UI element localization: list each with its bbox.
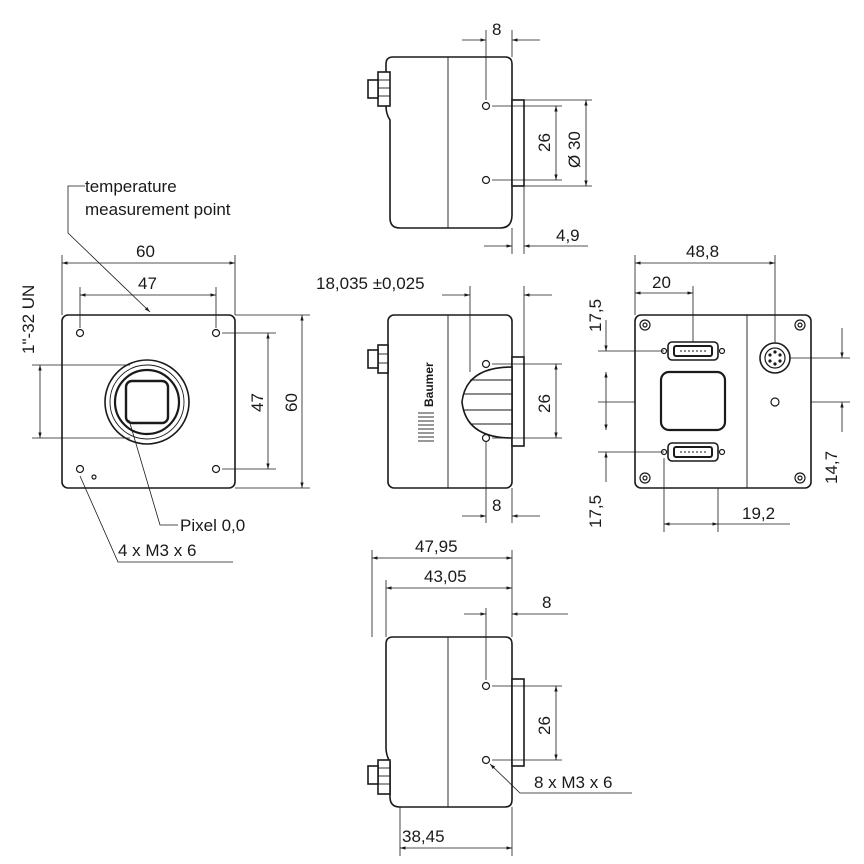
brand-label: Baumer xyxy=(422,362,436,407)
brand-hatch xyxy=(418,412,434,442)
dim-bottom-base-length: 38,45 xyxy=(402,827,445,846)
lens-mount-outer xyxy=(104,359,190,445)
back-corner-screw xyxy=(797,322,803,328)
bottom-view-hole xyxy=(481,681,491,691)
front-holes-leader xyxy=(79,475,233,563)
dim-back-upper-offset: 17,5 xyxy=(586,299,605,332)
temperature-label-line1: temperature xyxy=(85,177,177,196)
front-holes-label: 4 x M3 x 6 xyxy=(118,541,196,560)
pixel-origin-leader xyxy=(128,419,178,526)
bottom-view-body xyxy=(385,636,513,808)
side-view-lens-dome xyxy=(461,366,513,439)
dim-back-connector-width: 20 xyxy=(652,273,671,292)
dim-top-flange-height: 26 xyxy=(535,133,554,152)
top-view-body xyxy=(385,56,513,229)
top-view-hole xyxy=(481,101,491,111)
top-view-flange xyxy=(511,99,525,187)
connector-screw xyxy=(718,448,726,456)
top-view-hole xyxy=(481,175,491,185)
dim-back-lower-offset: 17,5 xyxy=(586,495,605,528)
dim-bottom-total-length: 47,95 xyxy=(415,537,458,556)
back-corner-screw xyxy=(642,475,648,481)
dim-side-flange-height: 26 xyxy=(535,394,554,413)
dim-top-offset: 8 xyxy=(492,20,501,39)
front-mount-hole xyxy=(75,328,85,338)
dim-bottom-offset: 8 xyxy=(542,593,551,612)
status-display xyxy=(659,370,727,432)
lens-mount-inner xyxy=(113,368,181,436)
side-view-hole xyxy=(481,359,491,369)
front-view: 60 47 47 60 1"-32 UN temperature measure… xyxy=(19,177,310,563)
top-view: 8 26 Ø 30 4,9 xyxy=(367,20,592,254)
lower-data-connector xyxy=(667,442,719,462)
dim-top-flange-diameter: Ø 30 xyxy=(565,131,584,168)
sensor-window xyxy=(124,379,170,425)
bottom-view-hole xyxy=(481,755,491,765)
dim-back-connector-offset: 19,2 xyxy=(742,504,775,523)
back-corner-screw xyxy=(797,475,803,481)
bottom-view-flange xyxy=(511,678,525,767)
thread-label: 1"-32 UN xyxy=(19,285,38,354)
dim-top-flange-depth: 4,9 xyxy=(556,226,580,245)
upper-data-connector xyxy=(667,341,719,361)
front-mount-hole xyxy=(211,328,221,338)
dim-bottom-body-length: 43,05 xyxy=(424,567,467,586)
side-view-flange xyxy=(511,356,525,447)
dim-sensor-position: 18,035 ±0,025 xyxy=(316,274,425,293)
temperature-label-line2: measurement point xyxy=(85,200,231,219)
back-view: 48,8 20 17,5 17,5 14,7 19,2 xyxy=(586,242,850,532)
dim-side-hole-offset: 8 xyxy=(492,496,501,515)
power-io-connector xyxy=(759,342,791,374)
pixel-origin-label: Pixel 0,0 xyxy=(180,516,245,535)
dim-front-width: 60 xyxy=(136,242,155,261)
dim-back-width: 48,8 xyxy=(686,242,719,261)
bottom-holes-leader xyxy=(489,763,632,794)
side-view: Baumer 18,035 ±0,025 8 26 xyxy=(316,274,562,523)
connector-screw xyxy=(718,347,726,355)
bottom-view-connector xyxy=(367,759,391,795)
temperature-leader xyxy=(67,185,151,313)
dim-front-hole-spacing-v: 47 xyxy=(248,393,267,412)
front-mount-hole xyxy=(75,464,85,474)
bottom-view: 47,95 43,05 8 26 8 x M3 x 6 38,45 xyxy=(367,537,632,856)
status-led xyxy=(770,397,780,407)
back-corner-screw xyxy=(642,322,648,328)
dim-back-connector-height: 14,7 xyxy=(822,451,841,484)
bottom-holes-label: 8 x M3 x 6 xyxy=(534,773,612,792)
side-view-hole xyxy=(481,433,491,443)
top-view-connector xyxy=(367,71,391,107)
lens-mount-ring xyxy=(109,364,185,440)
dim-front-hole-spacing-h: 47 xyxy=(138,274,157,293)
temperature-point-marker xyxy=(91,474,97,480)
dim-bottom-flange-height: 26 xyxy=(535,716,554,735)
side-view-connector xyxy=(367,344,389,374)
front-mount-hole xyxy=(211,464,221,474)
dim-front-height: 60 xyxy=(282,393,301,412)
